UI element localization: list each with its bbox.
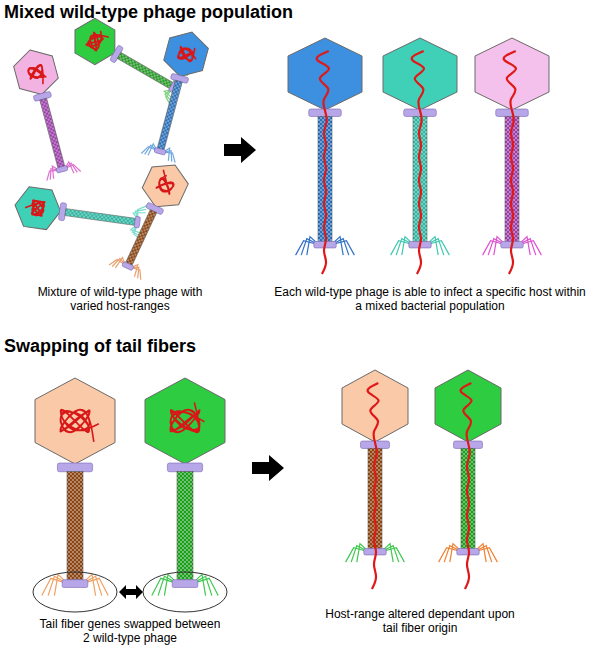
phage (435, 370, 501, 589)
phage-baseplate (122, 261, 134, 270)
phage-tail (65, 209, 135, 226)
phage-tail (157, 80, 182, 149)
phage (12, 185, 147, 243)
phage-dna (368, 383, 379, 589)
tail-texture (67, 472, 83, 580)
phage-head (161, 27, 212, 82)
block-arrow (252, 455, 284, 481)
phage-head (145, 378, 225, 464)
phage-dna (461, 383, 472, 589)
caption: Tail fiber genes swapped between 2 wild-… (35, 617, 225, 646)
section-heading: Swapping of tail fibers (4, 336, 196, 358)
phage-baseplate (134, 216, 141, 228)
section-heading: Mixed wild-type phage population (4, 2, 293, 24)
caption: Each wild-type phage is able to infect a… (274, 285, 586, 314)
phage (139, 27, 211, 163)
phage-dna (60, 410, 99, 442)
phage-head (11, 45, 62, 100)
phage-collar (57, 463, 92, 472)
phage-dna (86, 28, 110, 53)
phage-baseplate (172, 580, 198, 588)
phage-dna (504, 51, 516, 274)
phage-dna (412, 51, 424, 274)
phage (288, 38, 362, 274)
phage-baseplate (56, 165, 68, 173)
phage-tail (40, 98, 65, 167)
phage-dna (170, 402, 204, 432)
phage-tail (177, 472, 193, 580)
phage-tail (126, 210, 157, 266)
phage (145, 378, 225, 596)
phage-collar (167, 463, 202, 472)
tail-texture (157, 80, 182, 149)
fiber-ring (33, 572, 117, 612)
fiber-ring (143, 572, 227, 612)
tail-texture (65, 209, 135, 226)
phage-dna (27, 64, 48, 87)
phage (107, 157, 193, 281)
phage-baseplate (62, 580, 88, 588)
phage (383, 38, 457, 274)
caption: Host-range altered dependant upon tail f… (320, 607, 520, 636)
phage-dna (317, 51, 329, 274)
phage-head (35, 378, 115, 464)
phage-dna (24, 199, 45, 216)
phage (11, 45, 83, 181)
phage-head (12, 185, 63, 231)
phage-dna (177, 44, 198, 63)
phage-tail (67, 472, 83, 580)
block-arrow (224, 137, 256, 163)
phage (35, 378, 115, 596)
tail-texture (177, 472, 193, 580)
caption: Mixture of wild-type phage with varied h… (25, 285, 215, 314)
phage-baseplate (154, 147, 166, 155)
phage-dna (155, 170, 178, 195)
phage-head (137, 157, 193, 216)
phage (475, 38, 549, 274)
tail-texture (126, 210, 157, 266)
swap-arrow (119, 585, 143, 599)
tail-texture (40, 98, 65, 167)
phage (342, 370, 408, 589)
